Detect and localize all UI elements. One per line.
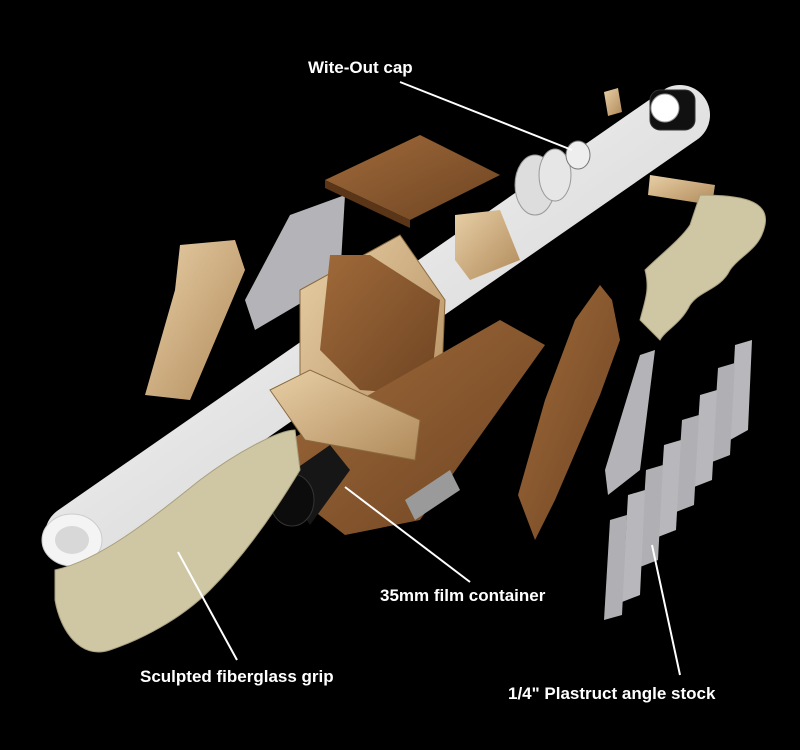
- plastic-sheet-left: [245, 195, 345, 330]
- angle-stock: [622, 490, 645, 602]
- mdf-front-panel: [320, 255, 440, 395]
- tube-ring: [538, 148, 572, 202]
- label-wite-out-cap: Wite-Out cap: [308, 58, 413, 77]
- barrel-fitting-hole: [650, 93, 680, 123]
- angle-stock: [712, 363, 735, 462]
- plastic-sheet-right: [605, 350, 655, 495]
- leader-line-wite-out-cap: [399, 81, 573, 151]
- angle-stock-group: [604, 340, 752, 620]
- angle-stock: [694, 390, 717, 487]
- mdf-right-panel: [518, 285, 620, 540]
- fiberglass-grip-right: [639, 194, 766, 341]
- wood-strip-right: [648, 175, 715, 205]
- wood-crossbar: [269, 369, 421, 461]
- angle-stock: [640, 465, 663, 567]
- fiberglass-grip-left: [54, 429, 301, 653]
- tube-bore: [55, 526, 89, 554]
- wood-block-left: [145, 240, 245, 400]
- leader-line-angle-stock: [651, 544, 681, 676]
- angle-stock: [676, 415, 699, 512]
- small-wood-block: [604, 88, 622, 116]
- angle-stock: [730, 340, 752, 440]
- mdf-top-board: [325, 135, 500, 220]
- label-film-container: 35mm film container: [380, 586, 546, 605]
- wite-out-cap: [565, 140, 591, 170]
- leader-line-film-container: [344, 486, 471, 583]
- label-fiberglass-grip: Sculpted fiberglass grip: [140, 667, 334, 686]
- label-angle-stock: 1/4" Plastruct angle stock: [508, 684, 716, 703]
- angle-stock: [604, 515, 627, 620]
- plywood-round-panel: [455, 210, 520, 280]
- leader-line-fiberglass-grip: [177, 551, 238, 661]
- angle-stock: [658, 440, 681, 537]
- mdf-top-board-edge: [325, 180, 410, 228]
- aluminum-plate: [405, 470, 460, 520]
